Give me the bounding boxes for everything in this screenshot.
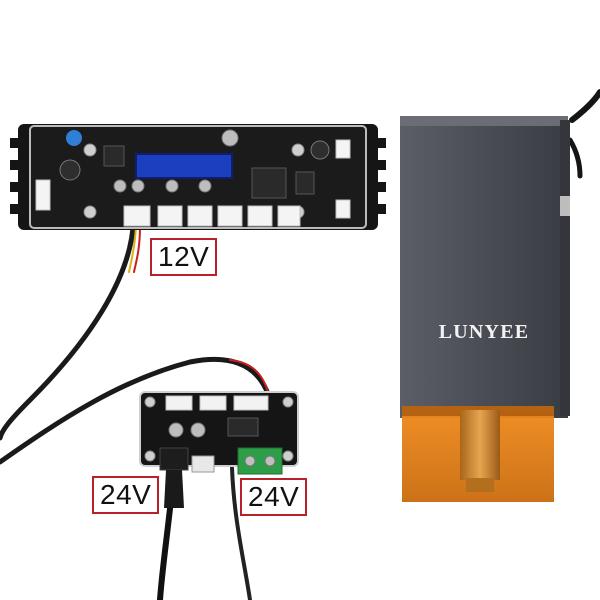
cable-main-wire-yellow: [128, 225, 137, 273]
driver-switch: [191, 455, 215, 473]
driver-screws: [144, 396, 294, 462]
voltage-label-24v-input: 24V: [92, 476, 160, 514]
cable-laser-side: [567, 137, 583, 179]
cable-main-wire-red: [133, 225, 141, 273]
cable-driver-wire-red: [229, 359, 269, 393]
laser-module: [400, 116, 570, 502]
voltage-label-24v-output: 24V: [240, 478, 308, 516]
driver-connectors: [165, 395, 269, 411]
cable-terminal-down: [230, 466, 252, 600]
cable-main-to-left: [0, 225, 136, 441]
blue-potentiometer: [66, 130, 82, 146]
cable-loop-to-driver: [0, 356, 273, 465]
laser-cable-clip: [560, 196, 570, 216]
lcd-window: [135, 153, 233, 179]
driver-capacitors: [168, 422, 206, 438]
laser-body: [400, 116, 568, 418]
driver-chip: [227, 417, 259, 437]
dc-jack: [159, 447, 189, 471]
dc-plug: [164, 470, 184, 508]
main-controller-board: [10, 124, 386, 230]
board-mounting-tabs: [10, 138, 386, 214]
board-chips: [103, 145, 315, 199]
voltage-label-12v: 12V: [150, 238, 218, 276]
cable-laser-top: [569, 89, 600, 123]
driver-board: [139, 391, 299, 508]
board-capacitors: [59, 129, 330, 193]
board-connectors: [35, 139, 351, 227]
laser-lens-barrel: [460, 410, 500, 480]
laser-brand-text: LUNYEE: [438, 321, 530, 343]
